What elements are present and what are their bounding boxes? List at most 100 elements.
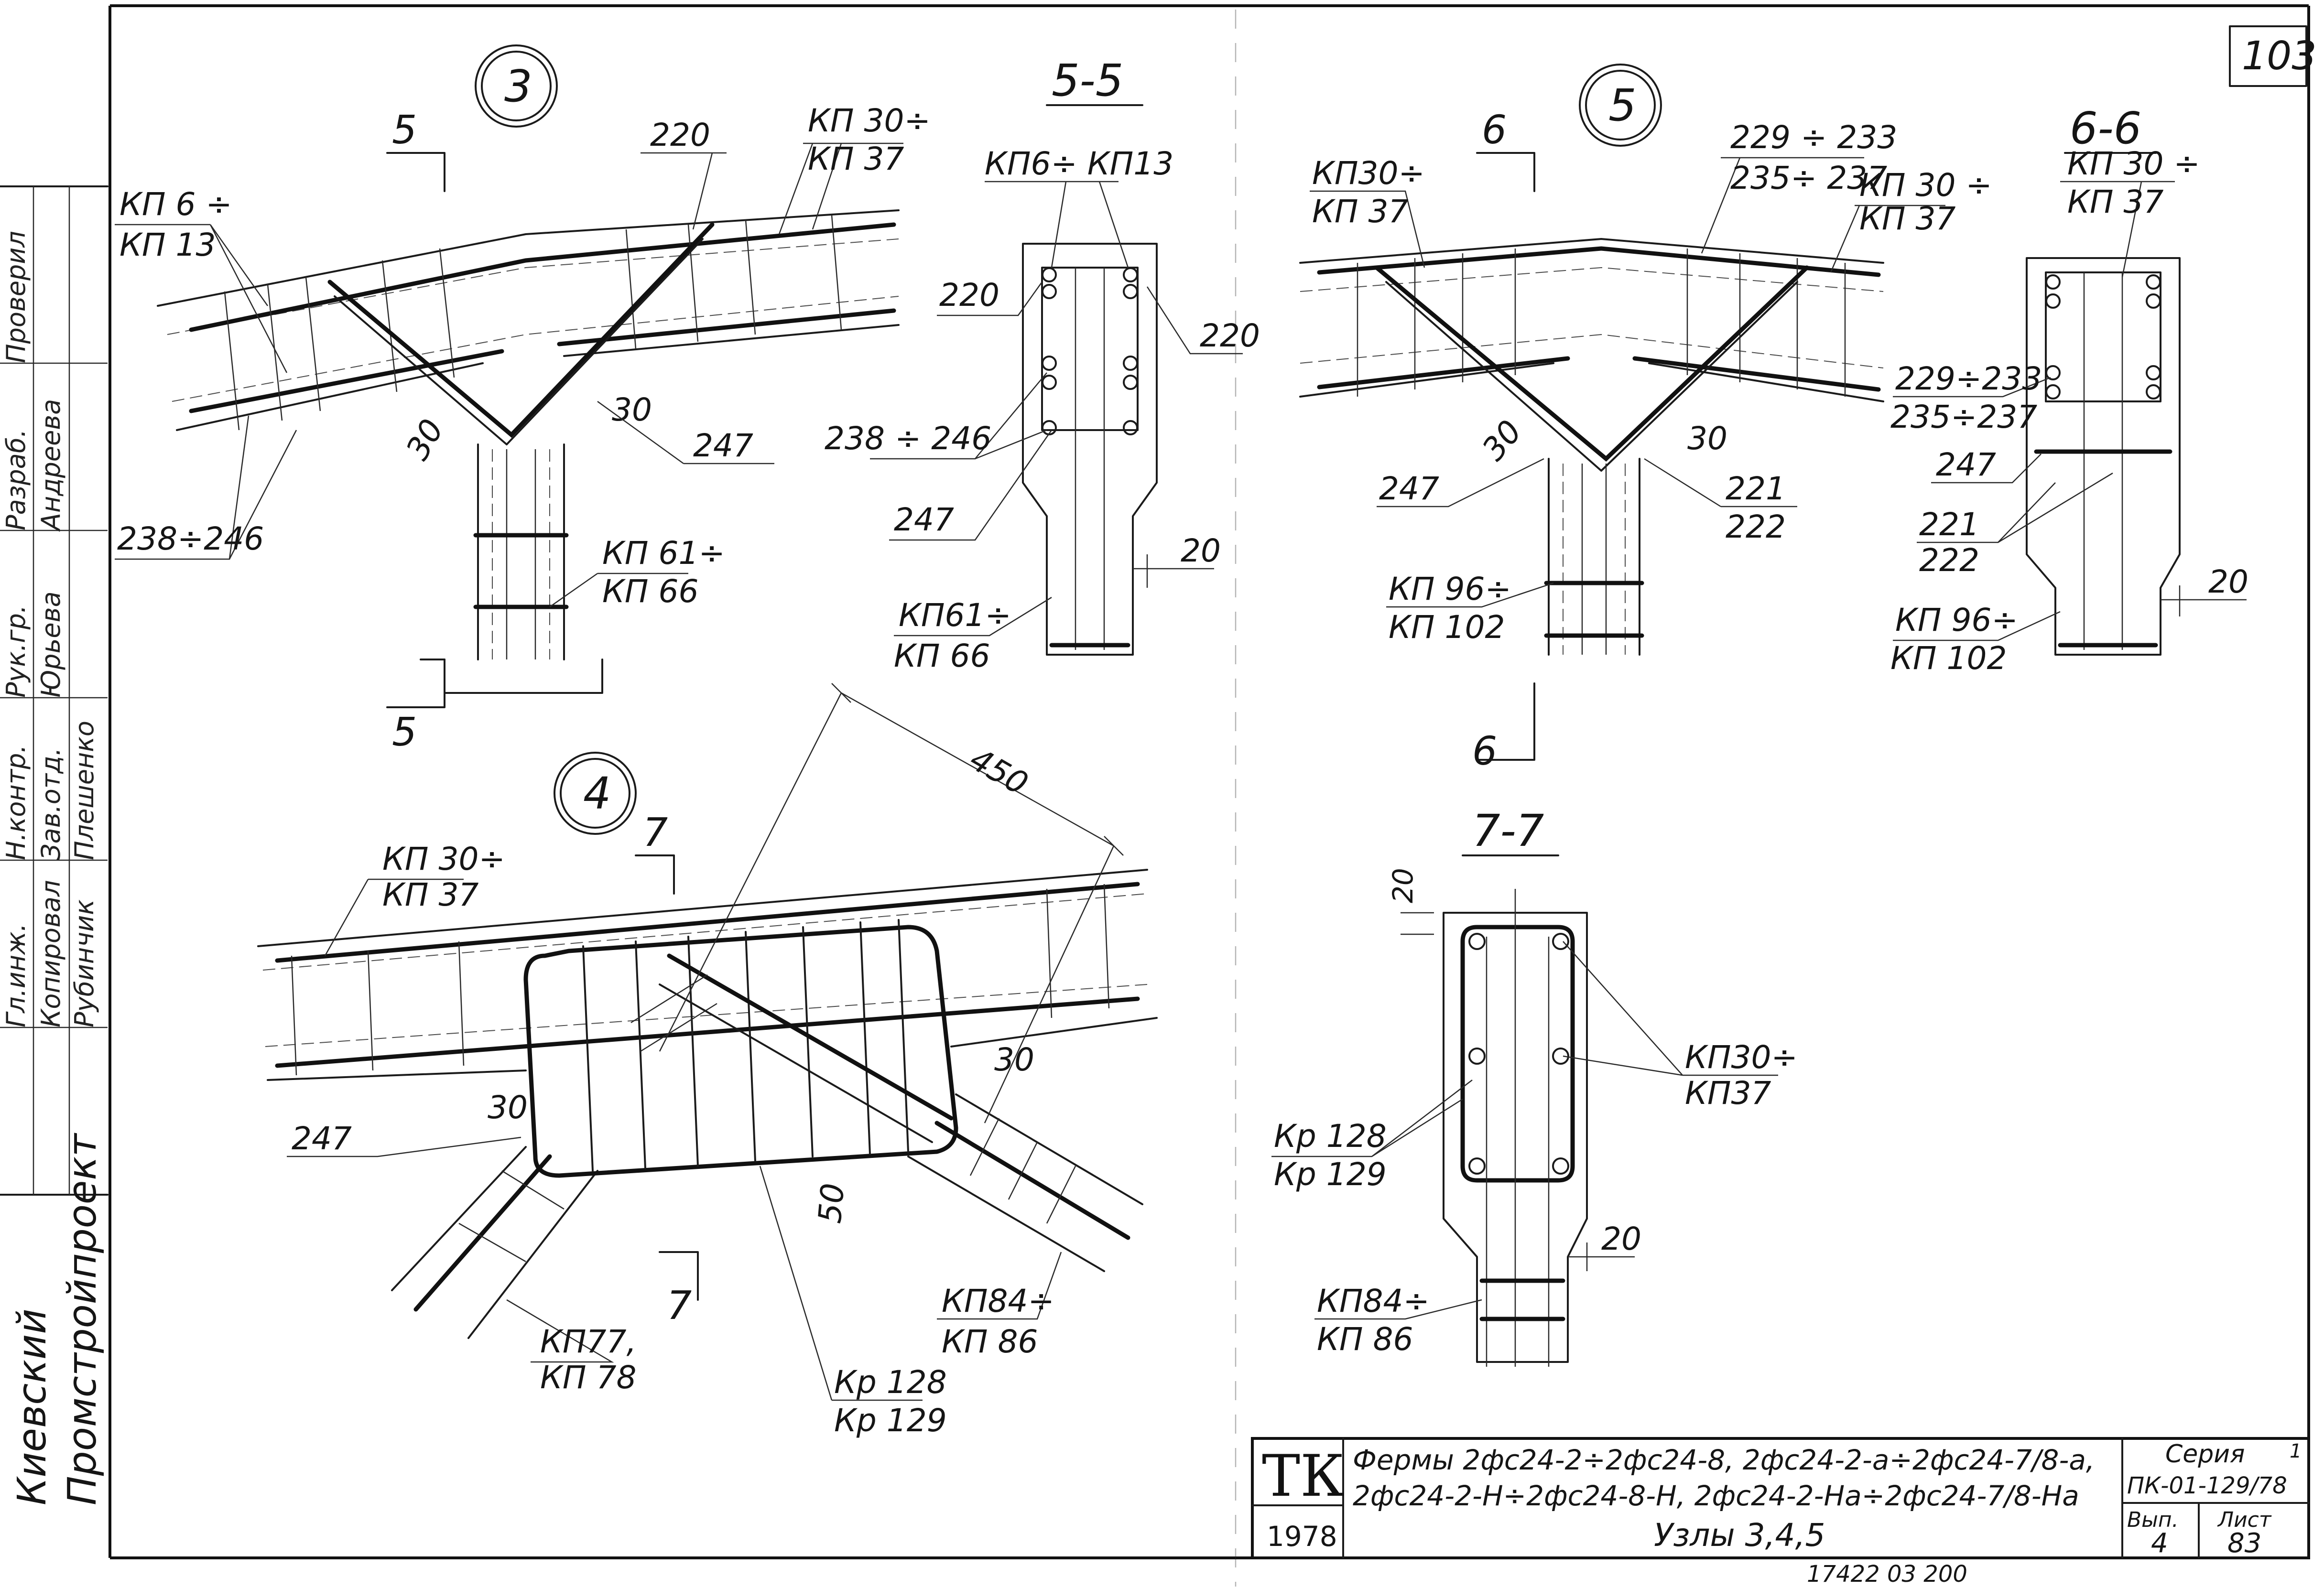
section-7-7-kp84: КП84÷ (1317, 1283, 1430, 1319)
node-5-kp102: КП 102 (1389, 609, 1505, 646)
node-5-235: 235÷ 237 (1730, 160, 1887, 196)
stamp-text-4: Проверил (1, 231, 31, 363)
node-3-kp61: КП 61÷ (602, 535, 725, 572)
node-4-50: 50 (811, 1182, 851, 1225)
node-3-kp6: КП 6 ÷ (119, 186, 232, 223)
node-4-drawing: 4 (257, 683, 1158, 1439)
section-6-6: 6-6 КП 30 ÷ КП 37 229÷233 235÷237 247 22… (1890, 103, 2248, 677)
tk-stamp: ТК (1262, 1443, 1345, 1510)
node-4-cut-7-top: 7 (643, 810, 668, 855)
node-3-number: 3 (504, 61, 532, 112)
stamp-text-5: Копировал (36, 880, 66, 1027)
section-7-7-kp37: КП37 (1685, 1075, 1771, 1112)
node-4-30b: 30 (488, 1089, 528, 1126)
node-5-kp30b: КП 30 ÷ (1859, 167, 1992, 204)
node-5-kp30: КП30÷ (1312, 155, 1425, 192)
node-4-kr128: Кр 128 (834, 1364, 947, 1401)
stamp-text-0: Гл.инж. (1, 923, 31, 1027)
node-5-30a: 30 (1475, 413, 1529, 468)
section-5-5-kp61: КП61÷ (899, 597, 1011, 634)
section-6-6-20: 20 (2208, 563, 2248, 600)
section-6-6-kp96: КП 96÷ (1895, 602, 2018, 638)
node-3-30a: 30 (399, 413, 451, 466)
org-name-line2: Промстройпроект (60, 1133, 105, 1505)
node-5-kp37b: КП 37 (1859, 200, 1955, 237)
node-3-220: 220 (650, 117, 710, 153)
sheet-issue-label: Вып. (2127, 1508, 2179, 1532)
node-5-247: 247 (1379, 470, 1439, 507)
org-name-line1: Киевский (10, 1309, 55, 1505)
stamp-text-1: Н.контр. (1, 745, 31, 860)
node-3-cut-5-bottom: 5 (392, 710, 417, 755)
section-6-6-kp37: КП 37 (2067, 184, 2163, 220)
section-7-7-20a: 20 (1387, 868, 1419, 903)
title-line-2: 2фс24-2-Н÷2фс24-8-Н, 2фс24-2-На÷2фс24-7/… (1353, 1480, 2079, 1512)
stamp-text-9: Рубинчик (69, 899, 99, 1027)
stamp-text-6: Зав.отд. (36, 747, 66, 860)
title-line-1: Фермы 2фс24-2÷2фс24-8, 2фс24-2-а÷2фс24-7… (1353, 1444, 2095, 1476)
section-6-6-221: 221 (1919, 506, 1979, 543)
node-4-cut-7-bottom: 7 (667, 1283, 692, 1329)
node-4-kp86: КП 86 (942, 1323, 1038, 1360)
stamp-text-10: Плешенко (69, 721, 99, 860)
node-5-kp37: КП 37 (1312, 193, 1408, 230)
node-5-221: 221 (1726, 470, 1786, 507)
node-4-kp37: КП 37 (382, 876, 478, 913)
section-6-6-title: 6-6 (2070, 103, 2141, 154)
section-7-7-kr129: Кр 129 (1274, 1156, 1387, 1193)
section-6-6-229: 229÷233 (1895, 360, 2042, 397)
node-4-kr129: Кр 129 (834, 1402, 947, 1439)
node-3-kp13: КП 13 (119, 227, 216, 263)
node-4-number: 4 (583, 768, 611, 819)
stamp-text-2: Рук.гр. (1, 605, 31, 698)
section-5-5-247: 247 (894, 501, 954, 538)
node-5-cut-6-bottom: 6 (1472, 729, 1497, 774)
section-5-5-kp66: КП 66 (894, 637, 990, 674)
node-3-30b: 30 (612, 391, 652, 428)
issue-value: 4 (2151, 1528, 2168, 1559)
node-3-drawing: 3 (115, 44, 931, 755)
node-4-kp78: КП 78 (540, 1359, 636, 1396)
section-6-6-222: 222 (1919, 542, 1979, 579)
node-5-kp96: КП 96÷ (1389, 571, 1511, 607)
node-5-number: 5 (1608, 80, 1637, 131)
node-3-238: 238÷246 (117, 520, 264, 557)
sheet-frame (109, 4, 2310, 1587)
page-number-box: 103 (2229, 25, 2317, 87)
year: 1978 (1267, 1520, 1337, 1553)
section-5-5: 5-5 КП6÷ КП13 220 220 238 ÷ 246 247 20 К… (825, 55, 1260, 674)
node-4-247: 247 (292, 1120, 352, 1157)
section-5-5-kp6: КП6÷ КП13 (985, 145, 1173, 182)
section-5-5-20: 20 (1181, 532, 1221, 569)
section-7-7-kp30: КП30÷ (1685, 1039, 1798, 1076)
node-4-450: 450 (964, 740, 1034, 802)
node-4-kp30: КП 30÷ (382, 841, 505, 877)
node-4-kp84: КП84÷ (942, 1283, 1054, 1319)
node-4-kp77: КП77, (540, 1323, 636, 1360)
section-6-6-kp30: КП 30 ÷ (2067, 145, 2200, 182)
stamp-text-3: Разраб. (1, 429, 31, 530)
section-6-6-235: 235÷237 (1890, 399, 2037, 435)
section-5-5-title: 5-5 (1052, 55, 1123, 106)
page-number: 103 (2242, 33, 2317, 79)
section-6-6-kp102: КП 102 (1890, 640, 2007, 677)
node-3-cut-5-top: 5 (392, 108, 417, 153)
bottom-note: 17422 03 200 (1807, 1561, 1967, 1588)
stamp-text-8: Андреева (36, 399, 66, 532)
corner-mark: 1 (2290, 1440, 2302, 1462)
series-value: ПК-01-129/78 (2127, 1472, 2287, 1499)
node-4-30a: 30 (994, 1041, 1034, 1078)
title-line-3: Узлы 3,4,5 (1654, 1517, 1825, 1554)
section-6-6-247: 247 (1936, 446, 1996, 483)
section-7-7: 7-7 20 20 КП30÷ КП37 Кр 128 Кр 129 КП84÷… (1271, 805, 1798, 1367)
node-5-drawing: 5 6 6 КП30÷ КП 3 (1299, 64, 1992, 774)
node-5-222: 222 (1726, 508, 1786, 545)
section-7-7-title: 7-7 (1472, 805, 1544, 856)
node-3-kp66: КП 66 (602, 573, 698, 610)
sheet-value: 83 (2227, 1528, 2261, 1559)
section-5-5-220a: 220 (939, 277, 999, 313)
node-3-247: 247 (693, 427, 753, 464)
node-3-kp30: КП 30÷ (808, 102, 931, 139)
title-block: ТК 1978 Фермы 2фс24-2÷2фс24-8, 2фс24-2-а… (1251, 1437, 2310, 1559)
